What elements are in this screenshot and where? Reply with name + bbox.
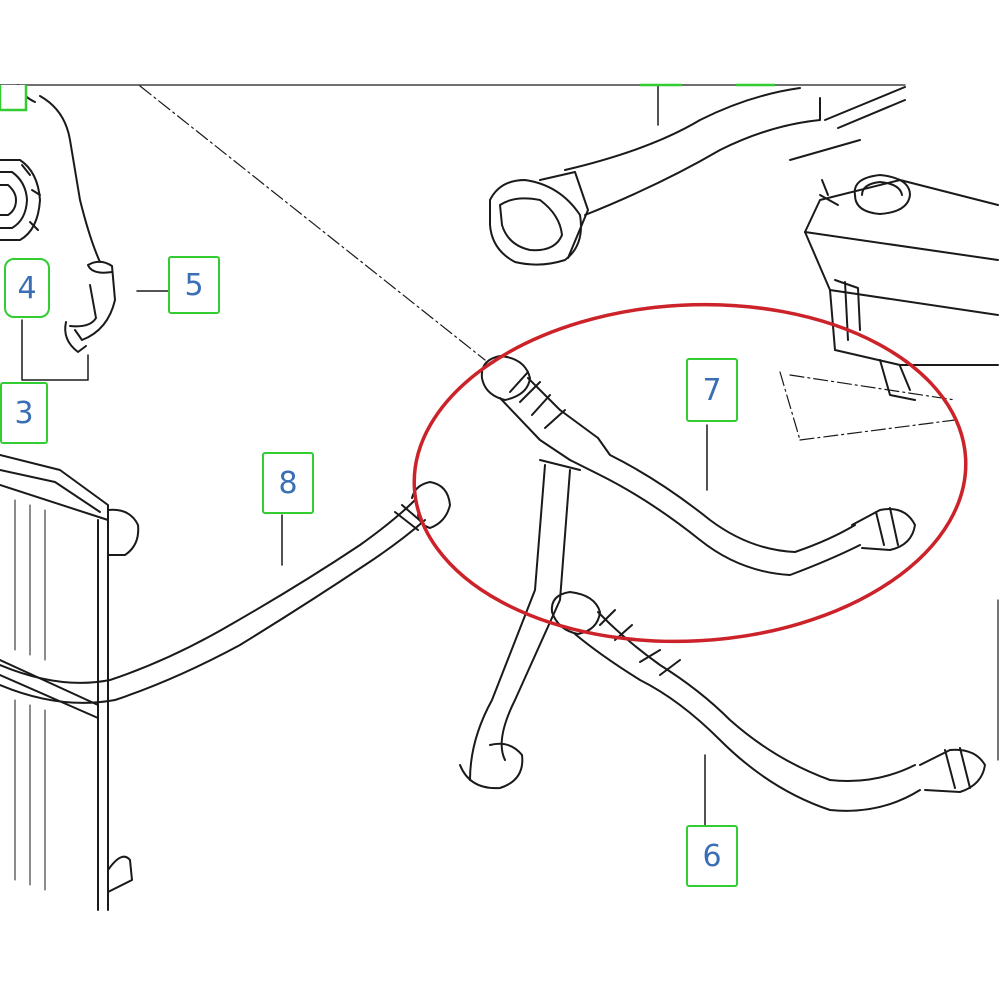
expansion-tank [789,139,999,401]
upper-hose [489,86,906,266]
y-hose-part-7 [459,355,916,790]
callout-8: 8 [262,452,314,514]
hose-part-6 [550,591,986,812]
highlight-ellipse [412,302,968,644]
callout-7: 7 [686,358,738,422]
callout-4: 4 [4,258,50,318]
callout-3-label: 3 [14,395,34,431]
callout-8-label: 8 [278,465,298,501]
elbow-hose-part-5 [64,260,116,353]
radiator-part [0,454,140,911]
callout-4-label: 4 [17,270,37,306]
callout-partial-top-left [0,85,28,112]
callout-6: 6 [686,825,738,887]
callout-6-label: 6 [702,838,722,874]
callout-5: 5 [168,256,220,314]
hose-part-8 [0,481,451,704]
callout-7-label: 7 [702,372,722,408]
callout-3: 3 [0,382,48,444]
cap-nut-part [0,159,41,241]
callout-5-label: 5 [184,267,204,303]
